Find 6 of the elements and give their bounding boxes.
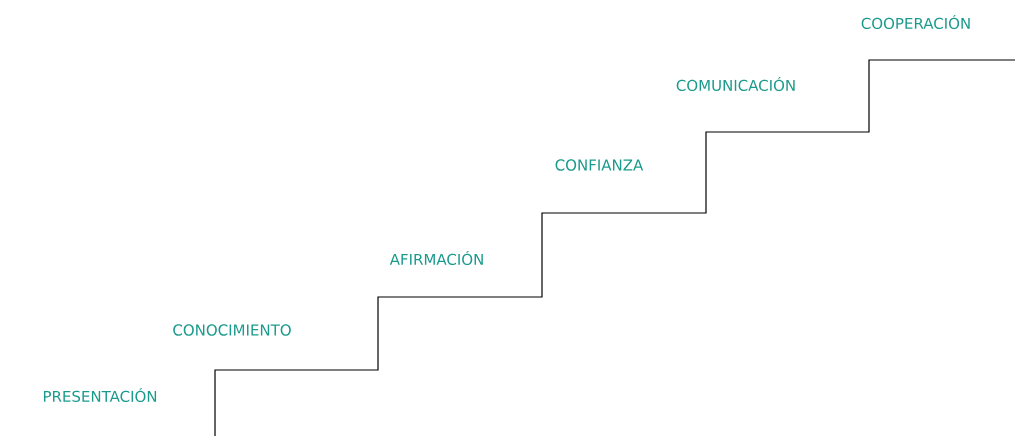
step-label: PRESENTACIÓN xyxy=(43,387,157,403)
step-label: AFIRMACIÓN xyxy=(389,250,483,266)
step-label: COMUNICACIÓN xyxy=(676,76,795,92)
step-label: COOPERACIÓN xyxy=(861,14,970,30)
step-label: CONOCIMIENTO xyxy=(173,324,291,336)
step-label: CONFIANZA xyxy=(555,159,644,171)
